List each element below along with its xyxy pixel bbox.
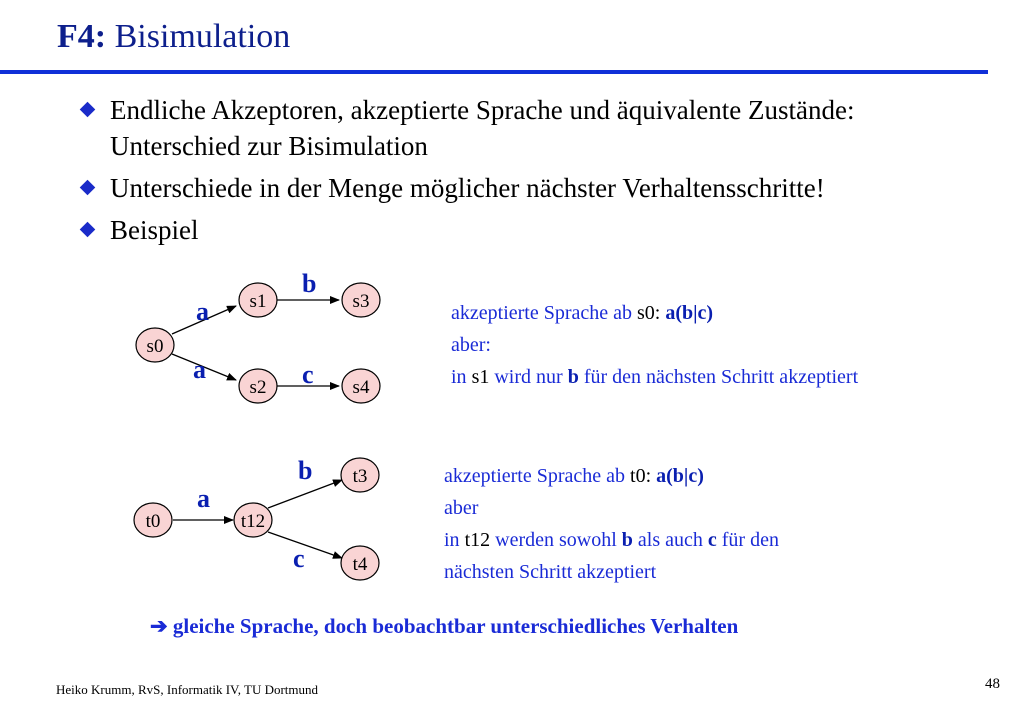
svg-text:t4: t4 — [353, 554, 368, 575]
title-text: Bisimulation — [114, 18, 291, 55]
bullet-text: Endliche Akzeptoren, akzeptierte Sprache… — [110, 95, 855, 125]
description-1: akzeptierte Sprache ab s0: a(b|c) aber: … — [451, 297, 858, 393]
title-divider — [0, 70, 988, 74]
bullet-item: Unterschiede in der Menge möglicher näch… — [79, 170, 1010, 206]
description-line: in s1 wird nur b für den nächsten Schrit… — [451, 366, 859, 388]
edge-label-t0-t12: a — [197, 484, 210, 513]
bullet-text: Unterschiede in der Menge möglicher näch… — [110, 173, 825, 203]
state-node-t4: t4 — [340, 545, 380, 581]
svg-text:s2: s2 — [250, 377, 267, 398]
svg-text:t12: t12 — [241, 511, 265, 532]
bullet-list: Endliche Akzeptoren, akzeptierte Sprache… — [79, 92, 1010, 254]
title-prefix: F4: — [57, 18, 107, 55]
conclusion: ➔ gleiche Sprache, doch beobachtbar unte… — [150, 614, 738, 639]
bullet-text: Beispiel — [110, 215, 199, 245]
edge-label-s1-s3: b — [302, 269, 316, 298]
svg-text:t0: t0 — [146, 511, 161, 532]
state-node-t12: t12 — [233, 502, 273, 538]
state-node-s2: s2 — [238, 368, 278, 404]
edge-label-s2-s4: c — [302, 360, 314, 389]
edge-s0-s1 — [171, 305, 237, 335]
edge-label-t12-t4: c — [293, 544, 305, 573]
edge-label-t12-t3: b — [298, 456, 312, 485]
state-node-s0: s0 — [135, 327, 175, 363]
svg-text:s0: s0 — [147, 336, 164, 357]
bullet-text: Unterschied zur Bisimulation — [110, 131, 428, 161]
state-node-t3: t3 — [340, 457, 380, 493]
state-node-s3: s3 — [341, 282, 381, 318]
svg-text:t3: t3 — [353, 466, 368, 487]
footer-text: Heiko Krumm, RvS, Informatik IV, TU Dort… — [56, 682, 319, 697]
edge-t12-t4 — [267, 531, 343, 559]
state-node-t0: t0 — [133, 502, 173, 538]
description-line: aber — [444, 497, 479, 519]
state-node-s1: s1 — [238, 282, 278, 318]
svg-text:s4: s4 — [353, 377, 370, 398]
bullet-item: Beispiel — [79, 212, 1010, 248]
description-line: in t12 werden sowohl b als auch c für de… — [444, 529, 779, 551]
description-line: nächsten Schritt akzeptiert — [444, 561, 657, 583]
edge-t12-t3 — [267, 479, 343, 509]
state-node-s4: s4 — [341, 368, 381, 404]
svg-text:s3: s3 — [353, 291, 370, 312]
description-line: aber: — [451, 334, 491, 356]
description-2: akzeptierte Sprache ab t0: a(b|c) aber i… — [444, 460, 779, 588]
arrow-right-icon: ➔ — [150, 614, 168, 638]
description-line: akzeptierte Sprache ab s0: a(b|c) — [451, 302, 714, 324]
conclusion-text: gleiche Sprache, doch beobachtbar unters… — [172, 614, 739, 638]
bullet-item: Endliche Akzeptoren, akzeptierte Sprache… — [79, 92, 1010, 164]
page-number: 48 — [985, 676, 1000, 692]
edge-label-s0-s2: a — [193, 355, 206, 384]
page-title: F4: Bisimulation — [57, 18, 290, 56]
edge-label-s0-s1: a — [196, 297, 209, 326]
svg-text:s1: s1 — [250, 291, 267, 312]
edge-s0-s2 — [171, 353, 237, 381]
description-line: akzeptierte Sprache ab t0: a(b|c) — [444, 465, 704, 487]
